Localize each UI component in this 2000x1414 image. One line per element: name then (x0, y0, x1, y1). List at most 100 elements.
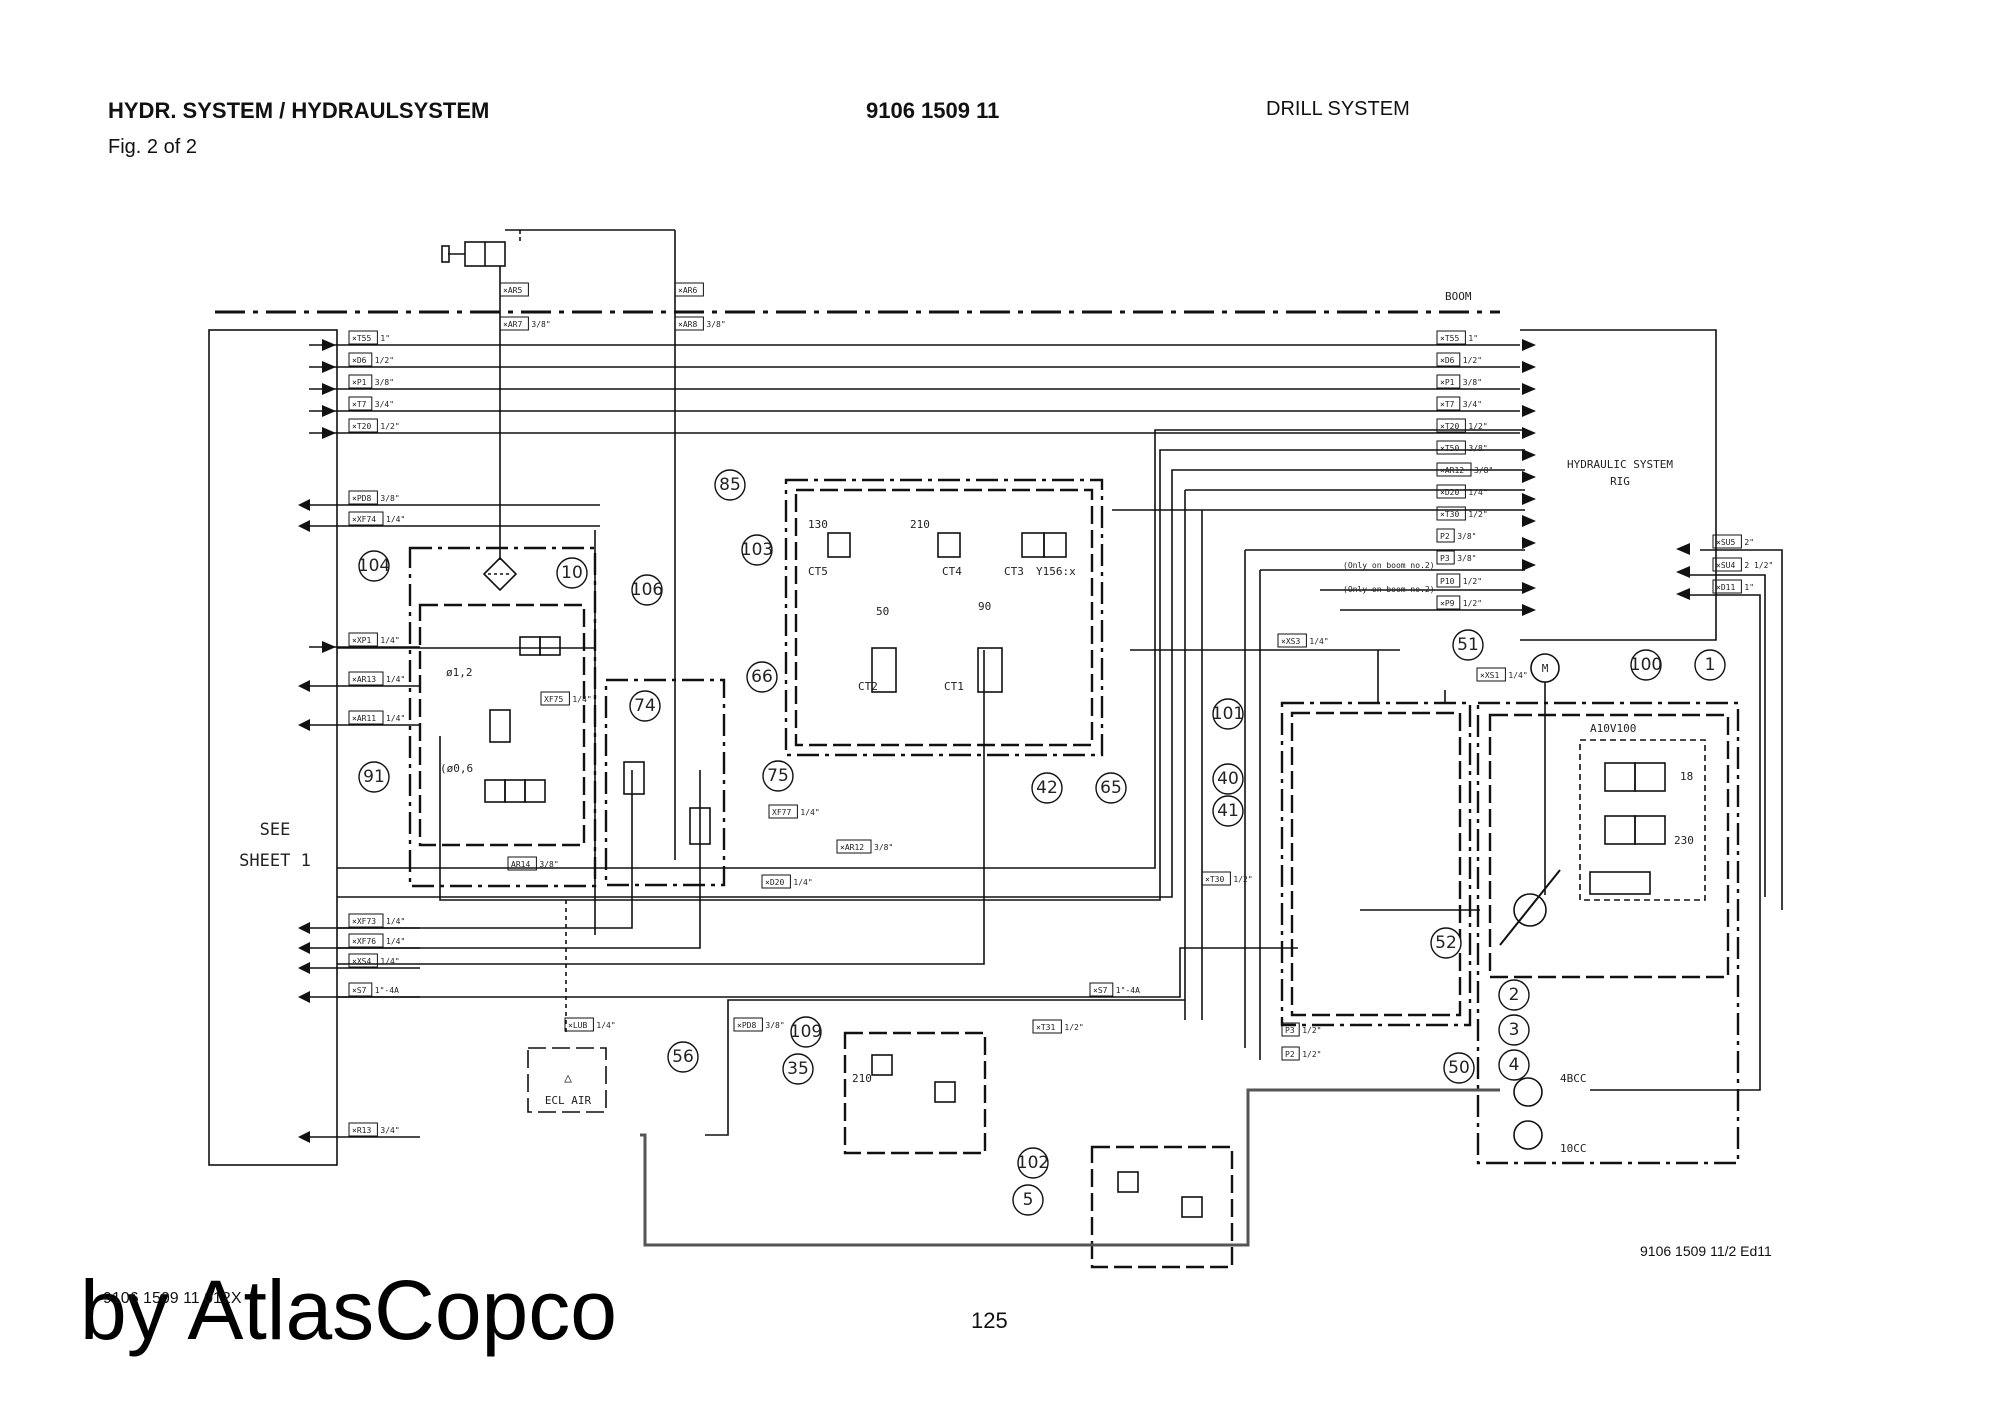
svg-text:1/2": 1/2" (1468, 422, 1487, 431)
part-number: 9106 1509 11 (866, 98, 1000, 123)
svg-text:3: 3 (1509, 1020, 1520, 1040)
svg-text:1/4": 1/4" (1508, 671, 1527, 680)
svg-text:1/4": 1/4" (572, 695, 591, 704)
right-port-p10: P10 1/2" (1436, 573, 1536, 594)
callout-10: 10 (556, 557, 588, 589)
svg-text:1/2": 1/2" (1233, 875, 1252, 884)
svg-text:P3: P3 (1440, 554, 1450, 563)
left-port-xpd8-arrow-icon (298, 499, 310, 511)
callout-3: 3 (1498, 1014, 1530, 1046)
svg-text:3/8": 3/8" (706, 320, 725, 329)
mid-port-12: ×T30 1/2" (1201, 871, 1253, 886)
pressure-setting: 210 (910, 518, 930, 531)
svg-text:56: 56 (672, 1047, 694, 1067)
right-port-p10-arrow-icon (1522, 582, 1536, 594)
rig-label-2: RIG (1610, 475, 1630, 488)
svg-text:1": 1" (1468, 334, 1478, 343)
svg-text:P3: P3 (1285, 1026, 1295, 1035)
right-port-xt20-arrow-icon (1522, 427, 1536, 439)
boom-label: BOOM (1445, 290, 1472, 303)
svg-text:×D6: ×D6 (1440, 356, 1455, 365)
svg-text:×AR6: ×AR6 (678, 286, 697, 295)
right-port-xd20-arrow-icon (1522, 493, 1536, 505)
svg-text:1/4": 1/4" (380, 636, 399, 645)
page-title: HYDR. SYSTEM / HYDRAULSYSTEM (108, 98, 490, 123)
pump-model-label: A10V100 (1590, 722, 1636, 735)
right-port-xt55-arrow-icon (1522, 339, 1536, 351)
orifice-label-1: ø1,2 (446, 666, 473, 679)
svg-text:P2: P2 (1285, 1050, 1295, 1059)
svg-text:XF77: XF77 (772, 808, 791, 817)
svg-text:102: 102 (1017, 1153, 1049, 1173)
boom2-note-2: (Only on boom no.2) (1343, 585, 1435, 594)
svg-text:×XF76: ×XF76 (352, 937, 376, 946)
svg-text:1: 1 (1705, 655, 1716, 675)
svg-text:51: 51 (1457, 635, 1479, 655)
svg-text:3/8": 3/8" (375, 378, 394, 387)
valve-code-y156x: Y156:x (1036, 565, 1076, 578)
svg-text:1/4": 1/4" (1468, 488, 1487, 497)
svg-text:103: 103 (741, 540, 773, 560)
svg-text:1/2": 1/2" (1463, 356, 1482, 365)
svg-text:1/4": 1/4" (386, 937, 405, 946)
callout-41: 41 (1212, 795, 1244, 827)
svg-text:×AR12: ×AR12 (840, 843, 864, 852)
mid-port-1: ×AR6 (674, 282, 704, 297)
svg-text:P2: P2 (1440, 532, 1450, 541)
svg-text:1"-4A: 1"-4A (375, 986, 399, 995)
svg-text:P10: P10 (1440, 577, 1455, 586)
watermark: by AtlasCopco (80, 1263, 617, 1357)
callout-56: 56 (667, 1041, 699, 1073)
valve-code-ct1: CT1 (944, 680, 964, 693)
svg-text:1/2": 1/2" (380, 422, 399, 431)
callout-104: 104 (358, 550, 390, 582)
svg-text:1/2": 1/2" (375, 356, 394, 365)
right-port-p2-arrow-icon (1522, 537, 1536, 549)
valve-code-ct2: CT2 (858, 680, 878, 693)
right-port-xd6-arrow-icon (1522, 361, 1536, 373)
right-port-xd6: ×D6 1/2" (1436, 352, 1536, 373)
svg-text:×T30: ×T30 (1205, 875, 1224, 884)
svg-text:1": 1" (380, 334, 390, 343)
left-port-xt55-arrow-icon (322, 339, 336, 351)
left-port-xxf76-arrow-icon (298, 942, 310, 954)
svg-text:35: 35 (787, 1059, 809, 1079)
svg-text:×T55: ×T55 (1440, 334, 1459, 343)
valve-code-ct4: CT4 (942, 565, 962, 578)
right-port-xar12-arrow-icon (1522, 471, 1536, 483)
svg-text:1/4": 1/4" (386, 515, 405, 524)
svg-text:×XS1: ×XS1 (1480, 671, 1499, 680)
callout-2: 2 (1498, 979, 1530, 1011)
valve-code-ct5: CT5 (808, 565, 828, 578)
svg-text:50: 50 (1448, 1058, 1470, 1078)
svg-text:42: 42 (1036, 778, 1058, 798)
svg-text:91: 91 (363, 767, 385, 787)
right-port-xt50-arrow-icon (1522, 449, 1536, 461)
svg-text:×S7: ×S7 (352, 986, 367, 995)
callout-51: 51 (1452, 629, 1484, 661)
svg-text:1/2": 1/2" (1463, 577, 1482, 586)
svg-text:1/4": 1/4" (380, 957, 399, 966)
pressure-setting: 90 (978, 600, 991, 613)
callout-42: 42 (1031, 772, 1063, 804)
svg-text:101: 101 (1212, 704, 1244, 724)
svg-text:×T31: ×T31 (1036, 1023, 1055, 1032)
svg-text:×T7: ×T7 (1440, 400, 1455, 409)
svg-text:×PD8: ×PD8 (352, 494, 371, 503)
svg-text:×XF74: ×XF74 (352, 515, 376, 524)
pressure-setting: 230 (1674, 834, 1694, 847)
svg-text:75: 75 (767, 766, 789, 786)
callout-4: 4 (1498, 1049, 1530, 1081)
